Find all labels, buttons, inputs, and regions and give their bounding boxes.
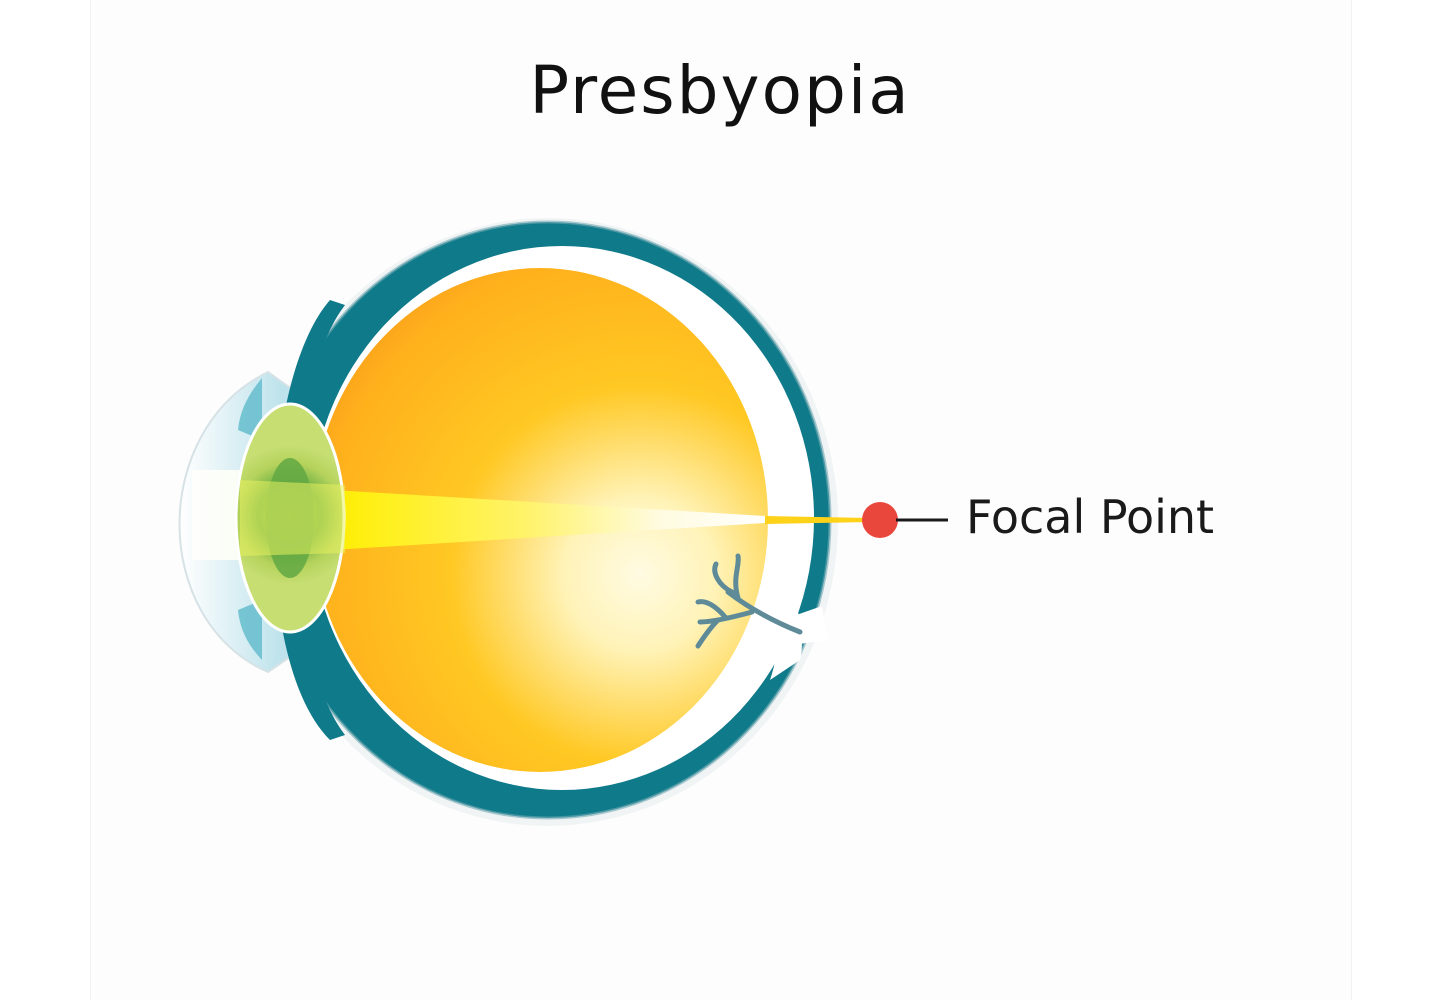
diagram-title: Presbyopia [529, 52, 911, 129]
optic-nerve-channel [765, 606, 828, 648]
focal-point-label: Focal Point [966, 490, 1215, 544]
focal-point-dot [862, 502, 898, 538]
lens-beam [240, 480, 345, 556]
focal-beam-extension [765, 516, 870, 524]
retinal-blood-vessels [695, 553, 803, 649]
iris-lower [238, 600, 262, 660]
converging-light-beam [300, 488, 765, 552]
iris-upper [238, 378, 262, 440]
